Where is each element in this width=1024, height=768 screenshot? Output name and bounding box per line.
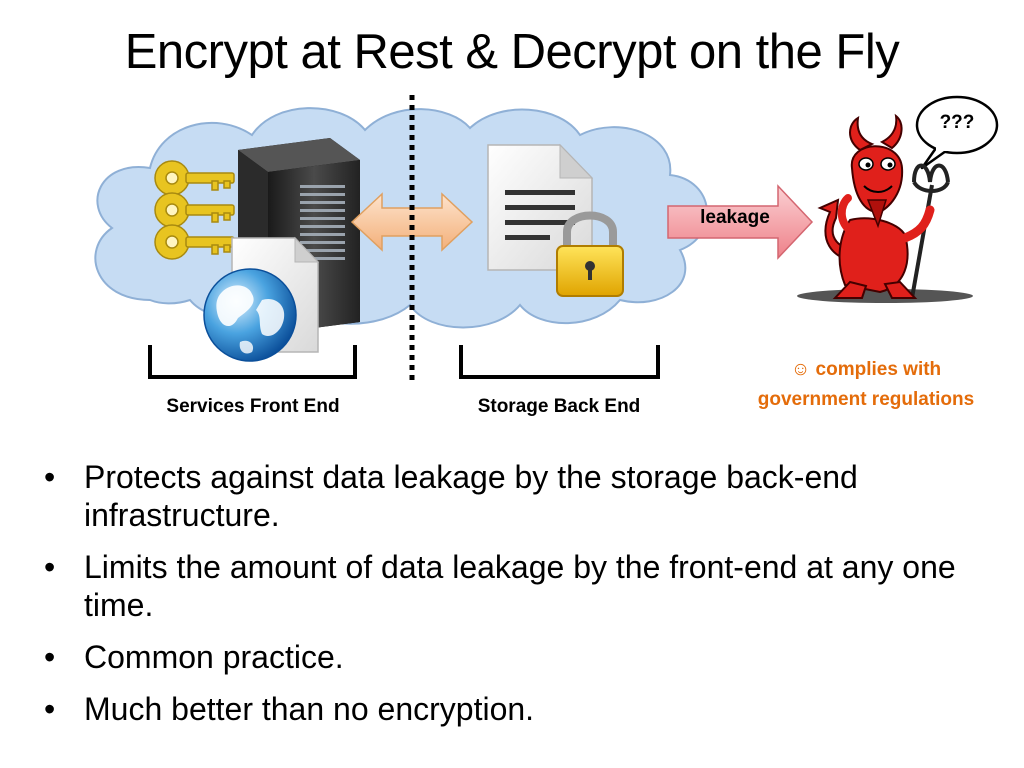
key-icon xyxy=(154,160,235,260)
bullet-list: Protects against data leakage by the sto… xyxy=(40,458,1020,742)
leakage-label: leakage xyxy=(700,207,770,228)
leakage-arrow-icon xyxy=(667,184,814,260)
regulations-note: ☺ complies with government regulations xyxy=(718,355,1014,415)
regulations-note-line2: government regulations xyxy=(757,389,975,410)
bullet-item: Common practice. xyxy=(40,638,1020,676)
lock-icon xyxy=(556,211,624,297)
bullet-item: Protects against data leakage by the sto… xyxy=(40,458,1020,534)
devil-icon xyxy=(797,113,973,303)
bullet-item: Limits the amount of data leakage by the… xyxy=(40,548,1020,624)
front-end-bracket xyxy=(148,345,357,379)
front-end-label: Services Front End xyxy=(166,396,340,417)
globe-icon xyxy=(203,268,297,362)
back-end-bracket xyxy=(459,345,660,379)
regulations-note-line1: ☺ complies with xyxy=(790,359,942,380)
speech-bubble-text: ??? xyxy=(939,112,975,133)
bidirectional-arrow-icon xyxy=(350,192,474,252)
speech-bubble-icon xyxy=(915,95,999,170)
bullet-item: Much better than no encryption. xyxy=(40,690,1020,728)
diagram xyxy=(94,95,999,385)
slide-title: Encrypt at Rest & Decrypt on the Fly xyxy=(124,25,900,79)
back-end-label: Storage Back End xyxy=(477,396,641,417)
